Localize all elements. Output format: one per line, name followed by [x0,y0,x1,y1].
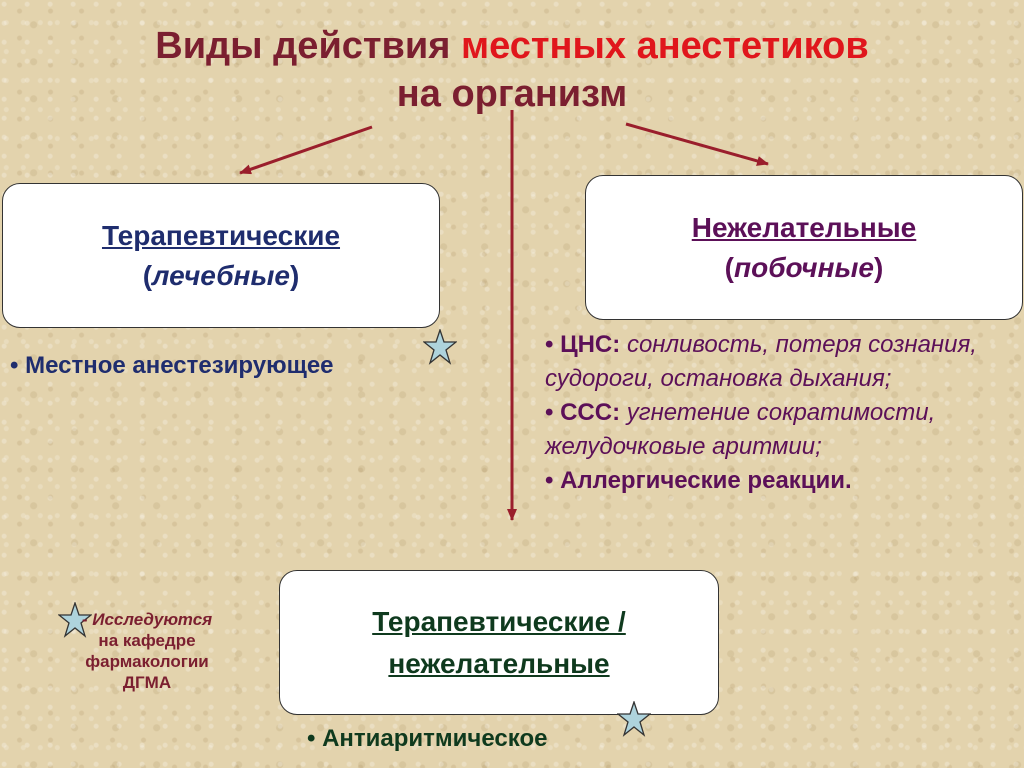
undesired-sub-italic: побочные [734,251,874,283]
undesired-heading: Нежелательные [691,211,917,243]
therapeutic-paren-close: ) [289,259,300,291]
arrow-to-undesired [625,122,769,166]
title-accent: местных анестетиков [461,25,869,67]
diagram-title: Виды действия местных анестетиков на орг… [0,22,1024,118]
therapeutic-bullet: • Местное анестезирующее [10,352,334,379]
combined-heading-line-2: нежелательные [388,647,610,679]
therapeutic-paren-open: ( [142,259,153,291]
combined-heading-line-1: Терапевтические / [372,605,626,637]
title-part-1: Виды действия [155,25,461,67]
research-note-line-3: фармакологии [85,652,209,671]
therapeutic-sub-italic: лечебные [152,259,290,291]
side-effect-cvs-label: • ССС: [545,399,627,426]
star-icon [423,329,457,365]
side-effects-list: • ЦНС: сонливость, потеря сознания, судо… [545,328,1015,498]
side-effect-cns: • ЦНС: сонливость, потеря сознания, судо… [545,328,1015,396]
side-effect-allergy: • Аллергические реакции. [545,464,1015,498]
star-icon [58,602,92,638]
research-note-line-4: ДГМА [122,673,172,692]
therapeutic-heading: Терапевтические [101,219,341,251]
research-note: - Исследуются на кафедре фармакологии ДГ… [62,609,232,693]
antiarrhythmic-bullet: • Антиаритмическое [307,725,548,752]
undesired-paren-open: ( [724,251,734,283]
research-note-line-1: - Исследуются [81,610,213,629]
undesired-box: Нежелательные (побочные) [585,175,1023,320]
side-effect-cns-text: сонливость, потеря сознания, судороги, о… [545,331,977,392]
research-note-line-2: на кафедре [98,631,196,650]
title-line-2: на организм [396,73,628,115]
side-effect-cvs: • ССС: угнетение сократимости, желудочко… [545,396,1015,464]
therapeutic-box: Терапевтические (лечебные) [2,183,440,328]
combined-box: Терапевтические / нежелательные [279,570,719,715]
therapeutic-subheading: (лечебные) [143,256,300,296]
arrow-to-therapeutic [239,125,373,175]
side-effect-allergy-text: • Аллергические реакции. [545,467,852,494]
undesired-subheading: (побочные) [725,248,884,288]
star-icon [617,701,651,737]
side-effect-cns-label: • ЦНС: [545,331,627,358]
undesired-paren-close: ) [873,251,884,283]
side-effect-cvs-text: угнетение сократимости, желудочковые ари… [545,399,936,460]
